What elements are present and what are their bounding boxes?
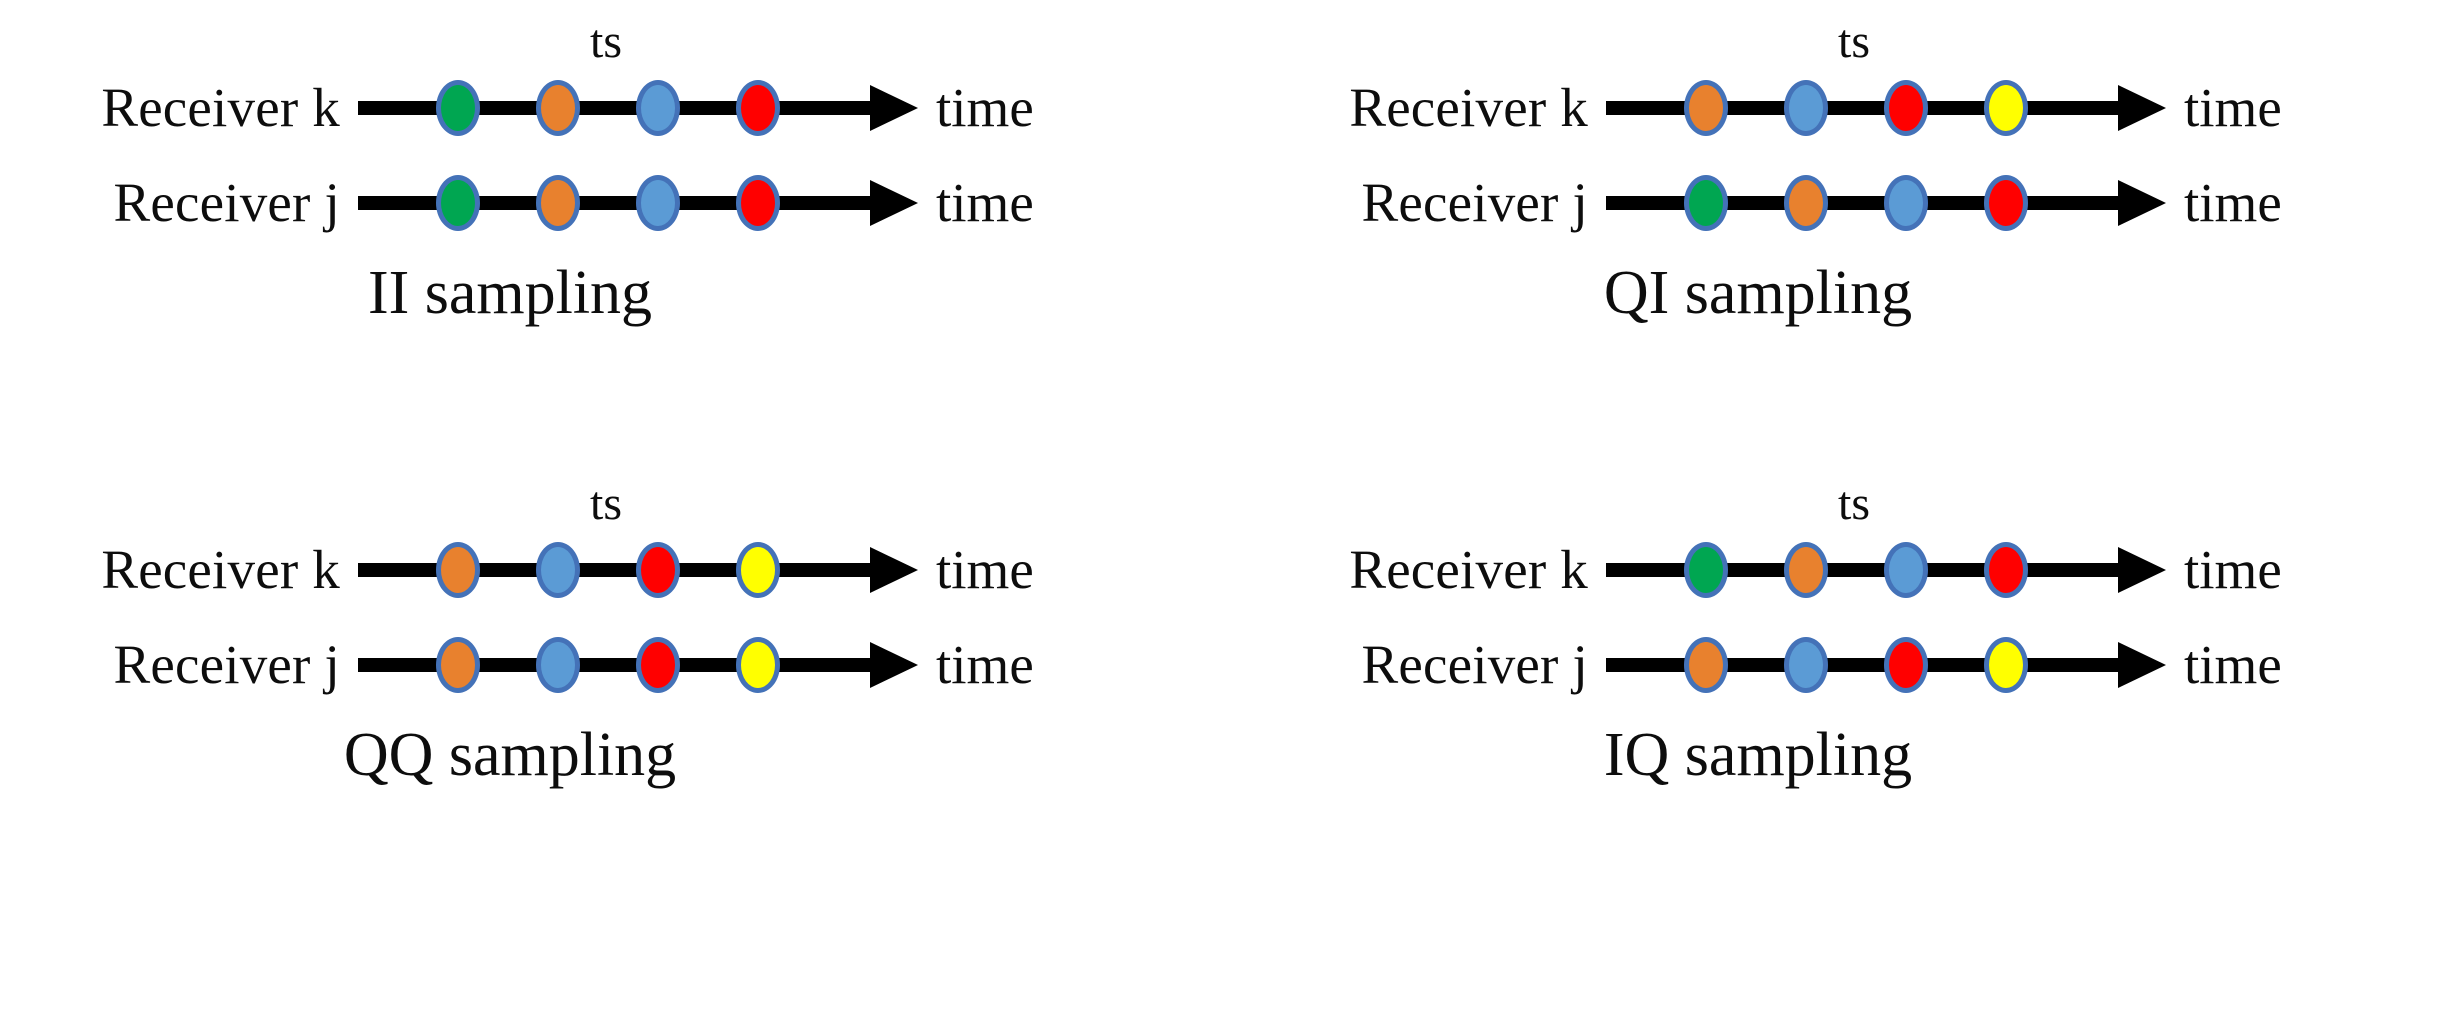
sample-dot-4: [736, 637, 780, 693]
panel-qq-sampling: ts Receiver k time Receiver j: [10, 470, 1210, 970]
track-receiver-k: Receiver k time: [1258, 68, 2457, 148]
sample-dot-3: [636, 80, 680, 136]
time-axis-label: time: [936, 77, 1034, 138]
sample-dot-3: [1884, 80, 1928, 136]
sample-dot-3: [636, 542, 680, 598]
track-receiver-j: Receiver j time: [1258, 163, 2457, 243]
receiver-k-label: Receiver k: [1349, 539, 1588, 600]
sample-dot-2: [1784, 175, 1828, 231]
time-axis: time: [1606, 530, 2282, 610]
sample-dot-3: [636, 175, 680, 231]
time-axis: time: [1606, 625, 2282, 705]
time-axis: time: [358, 530, 1034, 610]
time-axis-label: time: [2184, 634, 2282, 695]
time-axis: time: [358, 163, 1034, 243]
track-receiver-k: Receiver k time: [1258, 530, 2457, 610]
sample-dot-4: [1984, 637, 2028, 693]
sample-dot-2: [1784, 637, 1828, 693]
arrow-head-icon: [870, 547, 918, 593]
sample-dot-4: [1984, 542, 2028, 598]
time-axis: time: [1606, 163, 2282, 243]
receiver-j-label: Receiver j: [1361, 634, 1588, 695]
track-receiver-j: Receiver j time: [1258, 625, 2457, 705]
sample-dot-3: [636, 637, 680, 693]
receiver-j-label: Receiver j: [1361, 172, 1588, 233]
sample-dot-2: [536, 542, 580, 598]
arrow-head-icon: [2118, 547, 2166, 593]
arrow-head-icon: [2118, 642, 2166, 688]
time-axis-label: time: [2184, 539, 2282, 600]
arrow-head-icon: [870, 180, 918, 226]
ts-label: ts: [589, 477, 623, 530]
sample-dot-1: [1684, 542, 1728, 598]
sample-dot-1: [1684, 637, 1728, 693]
sample-dot-1: [436, 542, 480, 598]
sample-dot-1: [1684, 175, 1728, 231]
receiver-j-label: Receiver j: [113, 172, 340, 233]
track-receiver-j: Receiver j time: [10, 163, 1210, 243]
panel-ii-sampling: ts Receiver k time Receiver j: [10, 8, 1210, 508]
receiver-k-label: Receiver k: [1349, 77, 1588, 138]
panel-caption: IQ sampling: [1603, 721, 1913, 789]
sample-dot-4: [1984, 175, 2028, 231]
panel-caption: QQ sampling: [343, 721, 677, 789]
time-axis: time: [358, 68, 1034, 148]
time-axis: time: [358, 625, 1034, 705]
sample-dot-1: [436, 80, 480, 136]
sample-dot-1: [436, 637, 480, 693]
time-axis-label: time: [936, 172, 1034, 233]
sample-dot-2: [536, 637, 580, 693]
arrow-head-icon: [870, 85, 918, 131]
sample-dot-3: [1884, 175, 1928, 231]
sample-dot-4: [1984, 80, 2028, 136]
track-receiver-j: Receiver j time: [10, 625, 1210, 705]
sample-dot-4: [736, 80, 780, 136]
time-axis-label: time: [936, 634, 1034, 695]
sample-dot-2: [536, 80, 580, 136]
sample-dot-2: [536, 175, 580, 231]
ts-label: ts: [589, 15, 623, 68]
track-receiver-k: Receiver k time: [10, 530, 1210, 610]
panel-caption: II sampling: [367, 259, 653, 327]
sample-dot-1: [1684, 80, 1728, 136]
sample-dot-1: [436, 175, 480, 231]
sample-dot-2: [1784, 542, 1828, 598]
time-axis-label: time: [2184, 77, 2282, 138]
time-axis-label: time: [2184, 172, 2282, 233]
sample-dot-4: [736, 175, 780, 231]
arrow-head-icon: [2118, 85, 2166, 131]
sample-dot-3: [1884, 637, 1928, 693]
sample-dot-3: [1884, 542, 1928, 598]
track-receiver-k: Receiver k time: [10, 68, 1210, 148]
ts-label: ts: [1837, 15, 1871, 68]
receiver-k-label: Receiver k: [101, 539, 340, 600]
arrow-head-icon: [870, 642, 918, 688]
time-axis: time: [1606, 68, 2282, 148]
receiver-j-label: Receiver j: [113, 634, 340, 695]
panel-iq-sampling: ts Receiver k time Receiver j: [1258, 470, 2457, 970]
time-axis-label: time: [936, 539, 1034, 600]
panel-caption: QI sampling: [1603, 259, 1913, 327]
receiver-k-label: Receiver k: [101, 77, 340, 138]
sample-dot-4: [736, 542, 780, 598]
ts-label: ts: [1837, 477, 1871, 530]
panel-qi-sampling: ts Receiver k time Receiver j: [1258, 8, 2457, 508]
arrow-head-icon: [2118, 180, 2166, 226]
sample-dot-2: [1784, 80, 1828, 136]
